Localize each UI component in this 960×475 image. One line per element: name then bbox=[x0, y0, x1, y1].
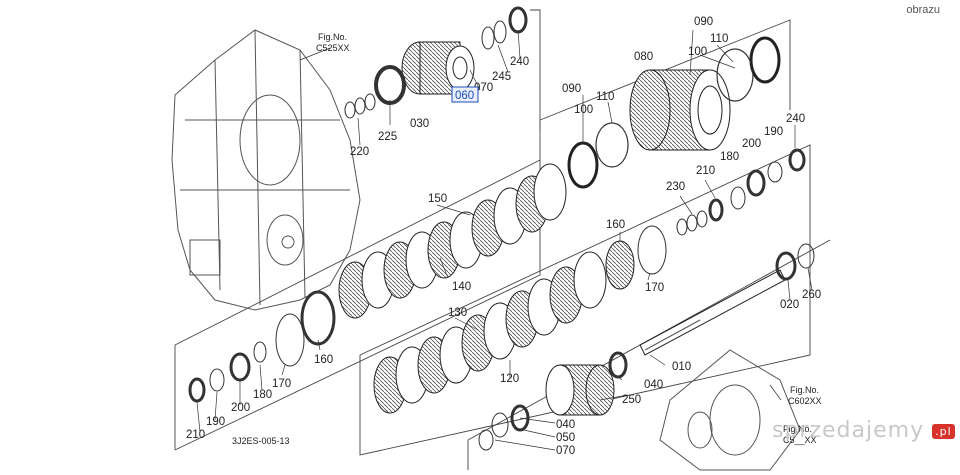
label-110-top: 110 bbox=[710, 33, 728, 45]
label-245: 245 bbox=[492, 71, 511, 83]
label-010: 010 bbox=[672, 361, 691, 373]
label-210-right: 210 bbox=[696, 165, 715, 177]
label-230: 230 bbox=[666, 181, 685, 193]
label-140: 140 bbox=[452, 281, 471, 293]
label-060-highlight[interactable]: 060 bbox=[455, 90, 474, 102]
label-070: 070 bbox=[474, 82, 493, 94]
label-250: 250 bbox=[622, 394, 641, 406]
fig-ref-title: Fig.No. bbox=[318, 32, 347, 42]
label-200-left: 200 bbox=[231, 402, 250, 414]
label-190-left: 190 bbox=[206, 416, 225, 428]
label-240-right: 240 bbox=[786, 113, 805, 125]
leader-lines bbox=[196, 29, 813, 451]
label-260: 260 bbox=[802, 289, 821, 301]
label-180-right: 180 bbox=[720, 151, 739, 163]
clutch-pack-lower bbox=[373, 251, 607, 414]
gear-030 bbox=[401, 41, 475, 95]
fig-ref-code: C5__XX bbox=[783, 435, 817, 445]
label-090-mid: 090 bbox=[562, 83, 581, 95]
gear-250 bbox=[478, 351, 628, 451]
label-180-left: 180 bbox=[253, 389, 272, 401]
fig-ref-bottom-right: Fig.No. C602XX Fig.No. C5__XX bbox=[783, 385, 822, 445]
fig-ref-code: C602XX bbox=[788, 396, 822, 406]
label-080: 080 bbox=[634, 51, 653, 63]
label-050: 050 bbox=[556, 432, 575, 444]
label-210-left: 210 bbox=[186, 429, 205, 441]
label-170-left: 170 bbox=[272, 378, 291, 390]
watermark-text: sprzedajemy bbox=[772, 418, 925, 443]
label-160-left: 160 bbox=[314, 354, 333, 366]
label-110-mid: 110 bbox=[596, 91, 614, 103]
rear-housing bbox=[659, 349, 801, 471]
label-200-right: 200 bbox=[742, 138, 761, 150]
part-labels: 240 245 070 030 225 220 060 090 110 100 … bbox=[186, 16, 821, 457]
label-220: 220 bbox=[350, 146, 369, 158]
label-240: 240 bbox=[510, 56, 529, 68]
label-120: 120 bbox=[500, 373, 519, 385]
shaft bbox=[639, 243, 815, 356]
snap-rings-160-170 bbox=[275, 225, 667, 367]
clutch-pack-upper bbox=[338, 163, 567, 319]
plate-100-110-090-mid bbox=[567, 122, 629, 189]
label-090-top: 090 bbox=[694, 16, 713, 28]
label-070-bottom: 070 bbox=[556, 445, 575, 457]
fig-ref-title: Fig.No. bbox=[790, 385, 819, 395]
fig-ref-code: C525XX bbox=[316, 43, 350, 53]
label-225: 225 bbox=[378, 131, 397, 143]
watermark-badge: .pl bbox=[932, 423, 955, 439]
plate-100-110-090-top bbox=[716, 36, 781, 102]
label-100-top: 100 bbox=[688, 46, 707, 58]
label-030: 030 bbox=[410, 118, 429, 130]
label-190-right: 190 bbox=[764, 126, 783, 138]
label-160-mid: 160 bbox=[606, 219, 625, 231]
label-100-mid: 100 bbox=[574, 104, 593, 116]
drum-080 bbox=[629, 69, 731, 151]
watermark-domain: .pl bbox=[935, 424, 952, 438]
label-040-right: 040 bbox=[644, 379, 663, 391]
label-020: 020 bbox=[780, 299, 799, 311]
fig-ref-title: Fig.No. bbox=[783, 424, 812, 434]
label-150: 150 bbox=[428, 193, 447, 205]
corner-text: obrazu bbox=[906, 4, 940, 16]
watermark: sprzedajemy .pl bbox=[772, 418, 955, 443]
label-040-bottom: 040 bbox=[556, 419, 575, 431]
label-130: 130 bbox=[448, 307, 467, 319]
diagram-code: 3J2ES-005-13 bbox=[232, 436, 290, 446]
fig-ref-top-left: Fig.No. C525XX bbox=[316, 32, 350, 53]
label-170-mid: 170 bbox=[645, 282, 664, 294]
transmission-housing bbox=[171, 29, 361, 311]
bearing-group-right bbox=[676, 148, 806, 236]
highlight-box[interactable] bbox=[451, 86, 479, 103]
